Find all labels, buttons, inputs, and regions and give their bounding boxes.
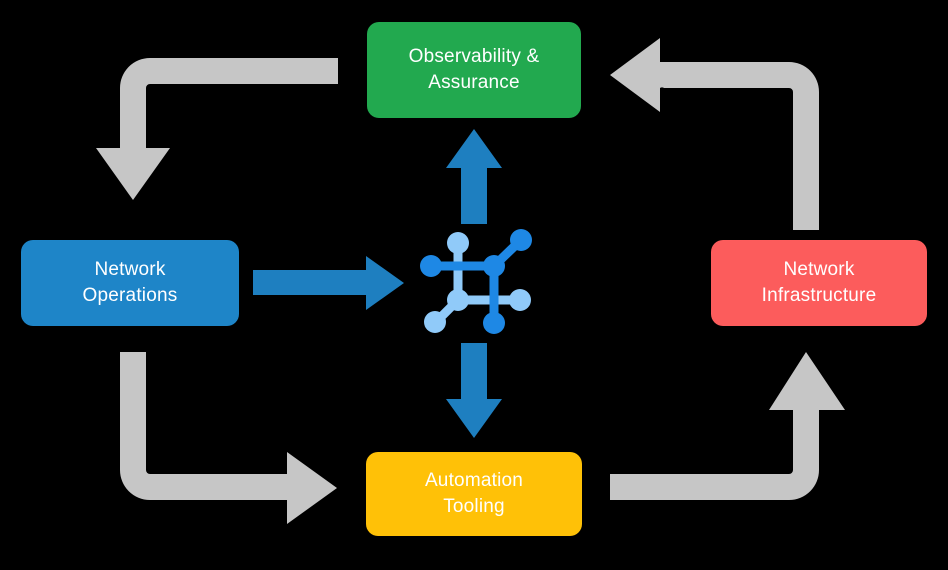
node-box-automation-tooling[interactable]: Automation Tooling	[366, 452, 582, 536]
center-arrow-up	[446, 129, 502, 224]
node-label-network-operations: Network Operations	[82, 259, 178, 306]
flow-arrow-infrastructure-to-observability	[610, 38, 819, 230]
flow-arrow-operations-to-automation	[120, 352, 337, 524]
node-label-network-infrastructure: Network Infrastructure	[761, 259, 877, 306]
node-box-network-infrastructure[interactable]: Network Infrastructure	[711, 240, 927, 326]
flow-arrow-observability-to-operations	[96, 58, 338, 200]
node-label-observability: Observability & Assurance	[408, 46, 540, 93]
flow-arrow-automation-to-infrastructure	[610, 352, 845, 500]
center-arrow-right	[253, 256, 404, 310]
node-box-observability[interactable]: Observability & Assurance	[367, 22, 581, 118]
node-label-automation-tooling: Automation Tooling	[424, 470, 524, 517]
center-arrow-down	[446, 343, 502, 438]
node-box-network-operations[interactable]: Network Operations	[21, 240, 239, 326]
